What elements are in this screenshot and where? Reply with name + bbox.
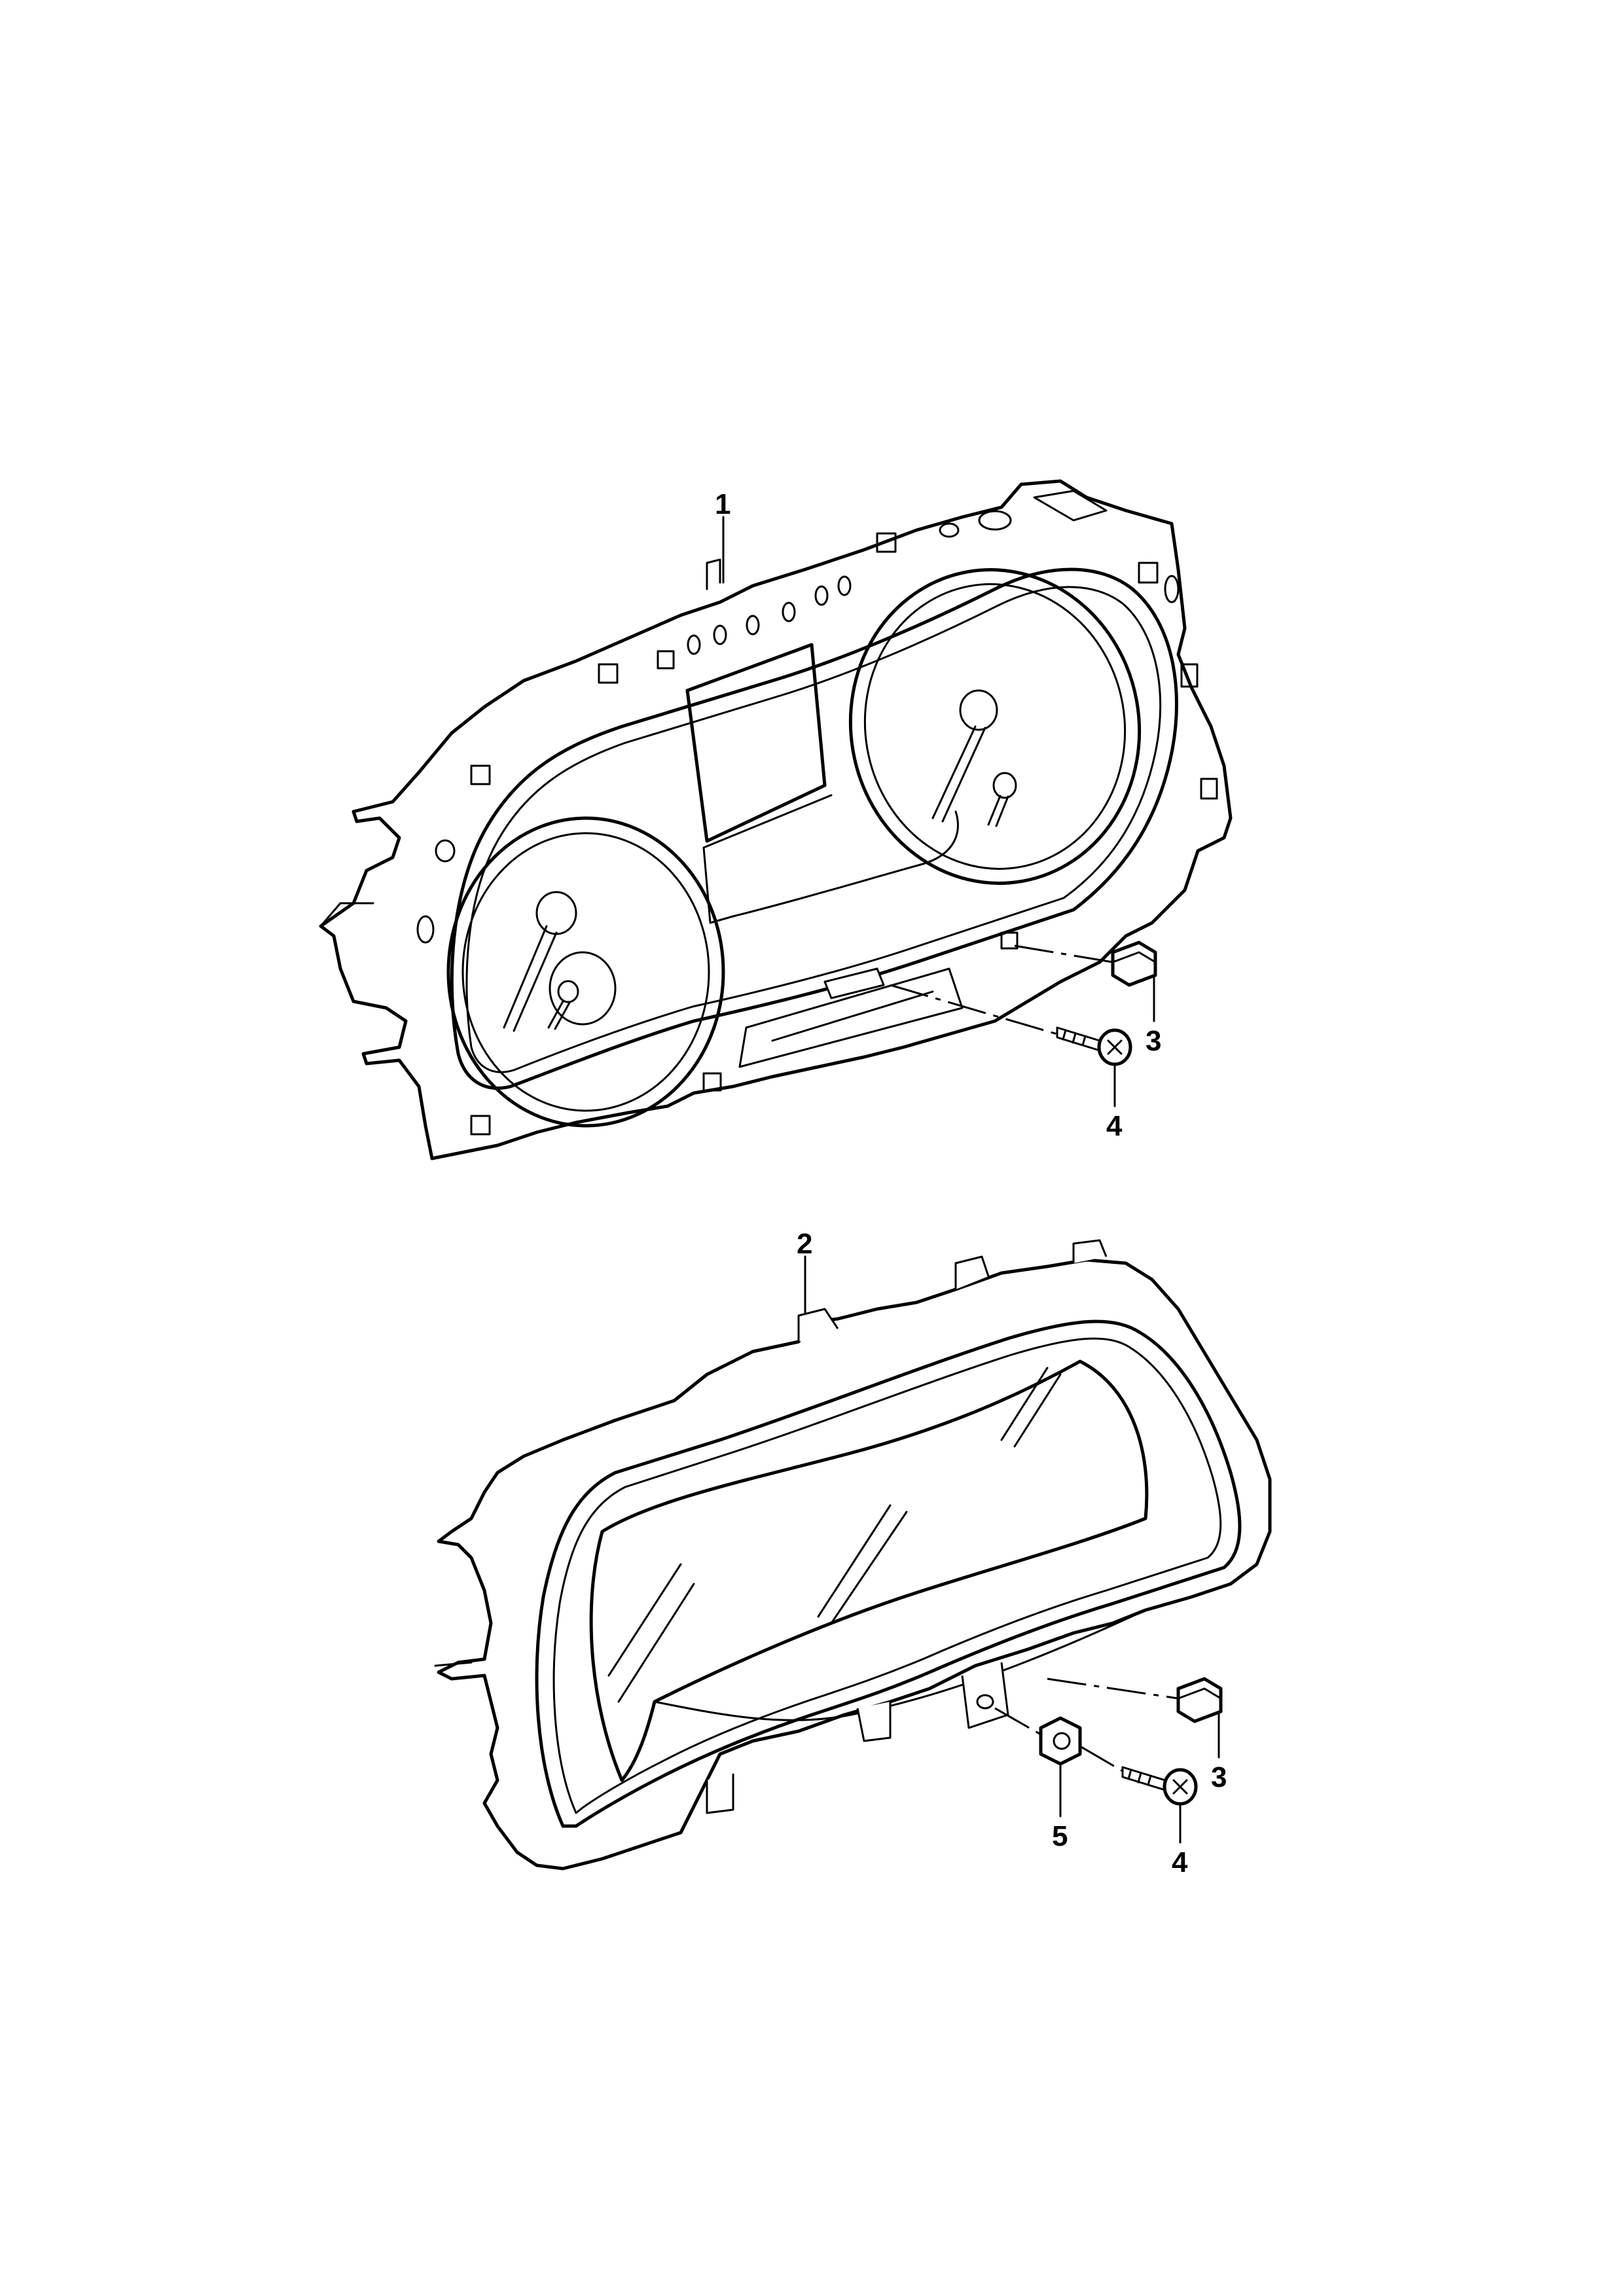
- callout-5: 5: [1052, 1820, 1068, 1852]
- screw-drawing: [1056, 1026, 1132, 1066]
- digital-cluster-drawing: [434, 1239, 1272, 1871]
- callout-3-lower: 3: [1211, 1761, 1227, 1793]
- callout-4-lower: 4: [1172, 1846, 1188, 1878]
- callout-4-upper: 4: [1106, 1110, 1123, 1142]
- clip-drawing: [1176, 1677, 1223, 1723]
- nut-drawing: [1039, 1716, 1082, 1766]
- screw-drawing: [1121, 1766, 1198, 1806]
- callout-3-upper: 3: [1146, 1025, 1161, 1057]
- analog-cluster-drawing: [319, 479, 1233, 1160]
- clip-drawing: [1111, 941, 1157, 987]
- callout-1: 1: [715, 488, 731, 520]
- callout-2: 2: [797, 1228, 812, 1260]
